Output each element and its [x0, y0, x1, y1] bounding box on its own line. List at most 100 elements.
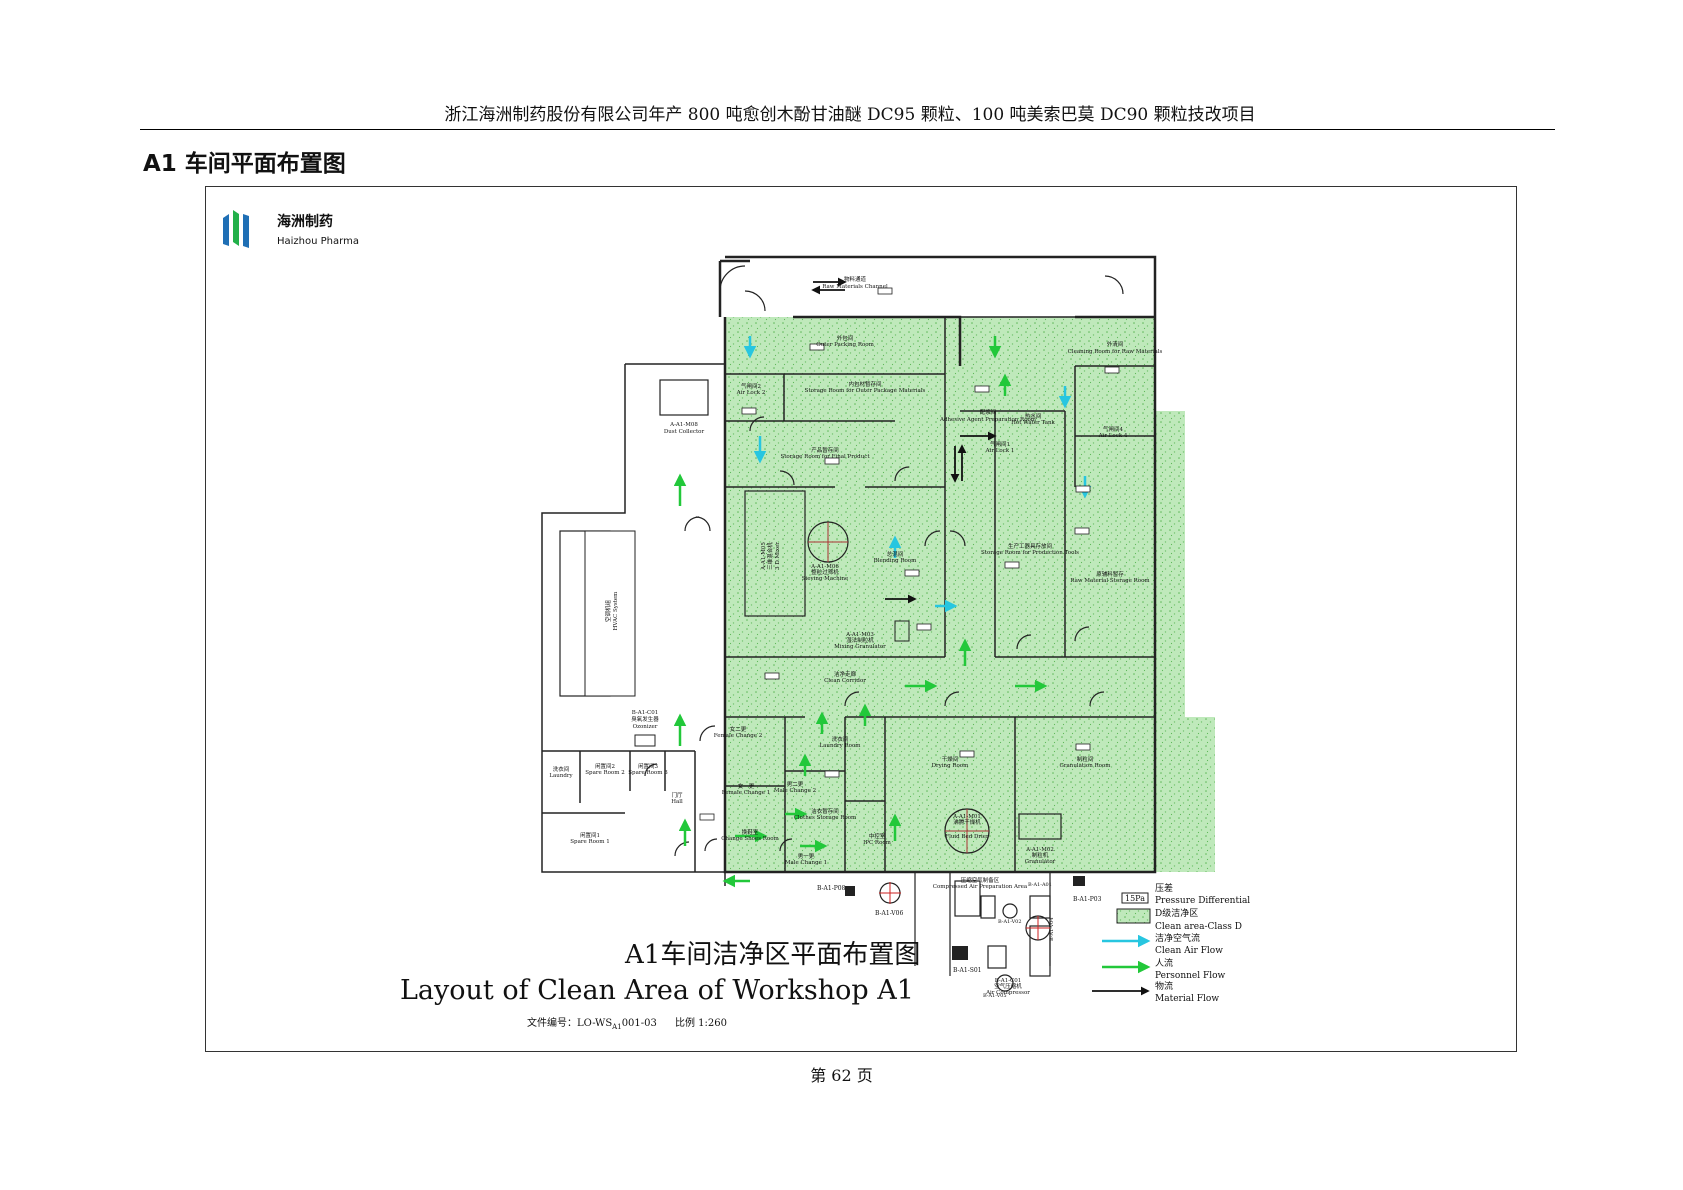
svg-text:Hot Water Tank: Hot Water Tank: [1011, 420, 1055, 426]
svg-text:A-A1-M02: A-A1-M02: [1025, 847, 1054, 853]
page-number: 第 62 页: [810, 1066, 873, 1085]
svg-text:B-A1-C01: B-A1-C01: [632, 710, 659, 716]
svg-text:Adhesive Agent Preparation Roo: Adhesive Agent Preparation Room: [939, 417, 1037, 423]
svg-text:Sieving Machine: Sieving Machine: [802, 576, 849, 582]
svg-text:Outer Packing Room: Outer Packing Room: [816, 342, 874, 348]
svg-text:3 D Mixer: 3 D Mixer: [775, 542, 781, 570]
svg-text:热水间: 热水间: [1025, 412, 1042, 420]
svg-text:B-A1-S01: B-A1-S01: [953, 967, 981, 974]
svg-text:D级洁净区: D级洁净区: [1155, 907, 1198, 919]
svg-text:配浆间: 配浆间: [980, 408, 997, 416]
legend-pressure-box: [1121, 892, 1149, 904]
svg-text:男一更: 男一更: [798, 853, 815, 860]
clean-area: [725, 317, 1215, 872]
svg-text:Clean Corridor: Clean Corridor: [824, 678, 866, 684]
svg-text:干燥间: 干燥间: [942, 755, 959, 763]
equipment-labels: B-A1-P08 B-A1-V06 B-A1-V02 B-A1-S01 B-A1…: [817, 882, 1102, 999]
hvac-unit-inner: [584, 530, 636, 697]
svg-text:B-A1-V04: B-A1-V04: [1049, 917, 1055, 941]
legend: 15Pa 压差 Pressure Differential D级洁净区 Clea…: [1092, 882, 1250, 1004]
svg-text:Male Change 2: Male Change 2: [774, 788, 816, 794]
svg-text:Granulation Room: Granulation Room: [1060, 763, 1112, 769]
svg-text:中控室: 中控室: [869, 832, 886, 840]
svg-text:洁衣暂存间: 洁衣暂存间: [811, 807, 839, 815]
svg-text:Laundry Room: Laundry Room: [819, 743, 861, 749]
svg-text:外清间: 外清间: [1107, 340, 1124, 348]
svg-text:闲置间2: 闲置间2: [595, 762, 615, 770]
svg-text:Air Lock 4: Air Lock 4: [1098, 433, 1128, 439]
svg-text:Dust Collector: Dust Collector: [664, 429, 705, 435]
svg-text:Female Change 2: Female Change 2: [714, 733, 763, 739]
svg-text:生产工器具存放间: 生产工器具存放间: [1008, 542, 1052, 550]
svg-text:洗衣间: 洗衣间: [832, 735, 849, 743]
svg-text:A-A1-M06: A-A1-M06: [810, 564, 839, 570]
svg-text:洗衣间: 洗衣间: [553, 765, 570, 773]
svg-text:外包间: 外包间: [837, 334, 854, 342]
svg-text:Storage Room for Production To: Storage Room for Production Tools: [981, 550, 1079, 556]
doc-number: 文件编号：LO-WSA1001-03: [527, 1016, 657, 1031]
svg-text:Hall: Hall: [671, 799, 683, 805]
svg-text:闲置间1: 闲置间1: [580, 831, 600, 839]
svg-text:A-A1-M01: A-A1-M01: [952, 814, 981, 820]
svg-text:男二更: 男二更: [787, 781, 804, 788]
logo-cn: 海洲制药: [277, 213, 333, 230]
drawing-frame: [205, 186, 1517, 1052]
svg-text:Drying Room: Drying Room: [932, 763, 969, 769]
svg-text:Air Compressor: Air Compressor: [985, 990, 1030, 996]
walls: [541, 255, 1157, 886]
svg-text:总混间: 总混间: [887, 550, 904, 558]
svg-text:压缩空气制备区: 压缩空气制备区: [961, 876, 1000, 884]
svg-text:臭氧发生器: 臭氧发生器: [631, 715, 659, 723]
svg-text:人流: 人流: [1155, 957, 1173, 969]
svg-text:B-A1-V06: B-A1-V06: [875, 910, 903, 917]
svg-text:A-A1-M05: A-A1-M05: [761, 542, 767, 571]
svg-text:女二更: 女二更: [730, 725, 747, 733]
svg-text:B-A1-V05: B-A1-V05: [983, 993, 1007, 999]
svg-text:Raw Material Storage Room: Raw Material Storage Room: [1070, 578, 1150, 584]
svg-text:A-A1-M03: A-A1-M03: [845, 632, 874, 638]
svg-text:原辅料暂存: 原辅料暂存: [1096, 570, 1124, 578]
logo-en: Haizhou Pharma: [277, 236, 359, 247]
svg-text:三维混合机: 三维混合机: [766, 542, 774, 570]
svg-text:湿法制粒机: 湿法制粒机: [846, 636, 874, 644]
svg-text:Clean Air Flow: Clean Air Flow: [1155, 946, 1223, 956]
svg-text:Air Lock 1: Air Lock 1: [985, 448, 1015, 454]
legend-clean-swatch: [1116, 908, 1151, 924]
svg-text:Pressure Differential: Pressure Differential: [1155, 896, 1250, 906]
svg-text:Clothes Storage Room: Clothes Storage Room: [794, 815, 857, 821]
svg-text:HVAC System: HVAC System: [613, 591, 619, 630]
svg-text:B-A1-P08: B-A1-P08: [817, 885, 846, 892]
svg-text:15Pa: 15Pa: [1125, 894, 1145, 903]
svg-text:Granulator: Granulator: [1025, 859, 1056, 865]
svg-text:物料通道: 物料通道: [844, 275, 867, 283]
svg-text:Laundry: Laundry: [549, 773, 573, 779]
svg-text:Change Shoes Room: Change Shoes Room: [721, 836, 779, 842]
svg-text:Air Lock 2: Air Lock 2: [736, 390, 766, 396]
drawing-title-en: Layout of Clean Area of Workshop A1: [400, 975, 914, 1006]
svg-text:气闸间4: 气闸间4: [1103, 425, 1124, 433]
svg-text:物流: 物流: [1155, 980, 1173, 992]
header-title: 浙江海洲制药股份有限公司年产 800 吨愈创木酚甘油醚 DC95 颗粒、100 …: [444, 105, 1256, 125]
svg-text:B-A1-P03: B-A1-P03: [1073, 896, 1102, 903]
svg-text:沸腾干燥机: 沸腾干燥机: [953, 818, 981, 826]
air-flow-arrows: [743, 336, 1092, 613]
drawing-scale: 比例 1:260: [675, 1016, 727, 1029]
svg-text:整粒过筛机: 整粒过筛机: [811, 568, 839, 576]
svg-text:Storage Room for Final Product: Storage Room for Final Product: [780, 454, 870, 460]
svg-text:闲置间3: 闲置间3: [638, 762, 659, 770]
utility-equipment: [879, 872, 1051, 992]
svg-text:Raw Materials Channel: Raw Materials Channel: [822, 284, 888, 290]
room-labels: 物料通道 Raw Materials Channel 外包间 Outer Pac…: [549, 275, 1162, 996]
svg-text:Spare Room 2: Spare Room 2: [585, 770, 624, 776]
svg-text:Spare Room 1: Spare Room 1: [570, 839, 609, 845]
personnel-flow-arrows: [673, 336, 1048, 888]
granulator-box: [1018, 813, 1062, 840]
header-rule: [140, 129, 1555, 130]
svg-text:Fluid Bed Drier: Fluid Bed Drier: [945, 834, 989, 840]
dust-collector-box: [659, 379, 709, 416]
svg-text:Storage Room for Outer Package: Storage Room for Outer Package Materials: [805, 388, 926, 394]
section-title: A1 车间平面布置图: [143, 151, 346, 177]
svg-text:Cleaning Room for Raw Material: Cleaning Room for Raw Materials: [1068, 349, 1163, 355]
svg-text:女一更: 女一更: [738, 782, 755, 790]
svg-text:洁净走廊: 洁净走廊: [834, 670, 857, 678]
